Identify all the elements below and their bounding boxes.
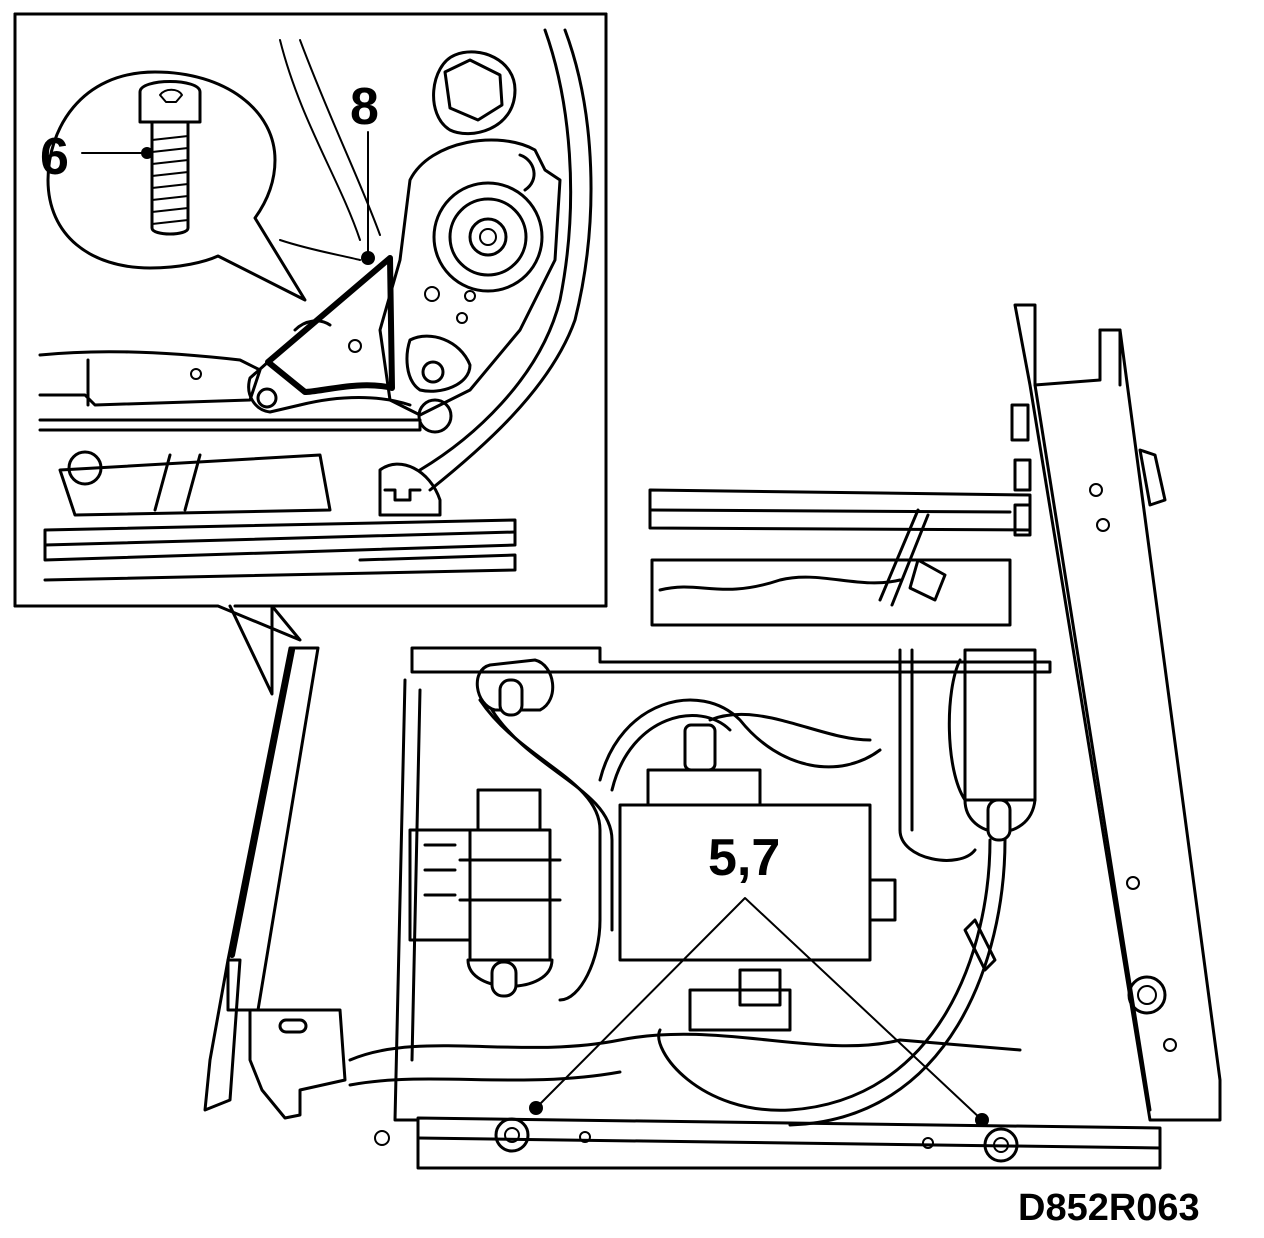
- inset-leader-lines: [81, 131, 375, 265]
- mount-leader-lines: [529, 897, 989, 1127]
- detail-inset: [13, 12, 608, 696]
- callout-bolt: 6: [40, 128, 69, 186]
- wiring-harness: [478, 508, 1007, 1127]
- figure-code: D852R063: [1018, 1187, 1200, 1229]
- callout-bracket: 8: [350, 78, 379, 136]
- callout-seat-mounts: 5,7: [708, 829, 780, 887]
- seat-motors: [408, 648, 1037, 998]
- seat-frame: [203, 303, 1222, 1170]
- control-module: [618, 723, 897, 1032]
